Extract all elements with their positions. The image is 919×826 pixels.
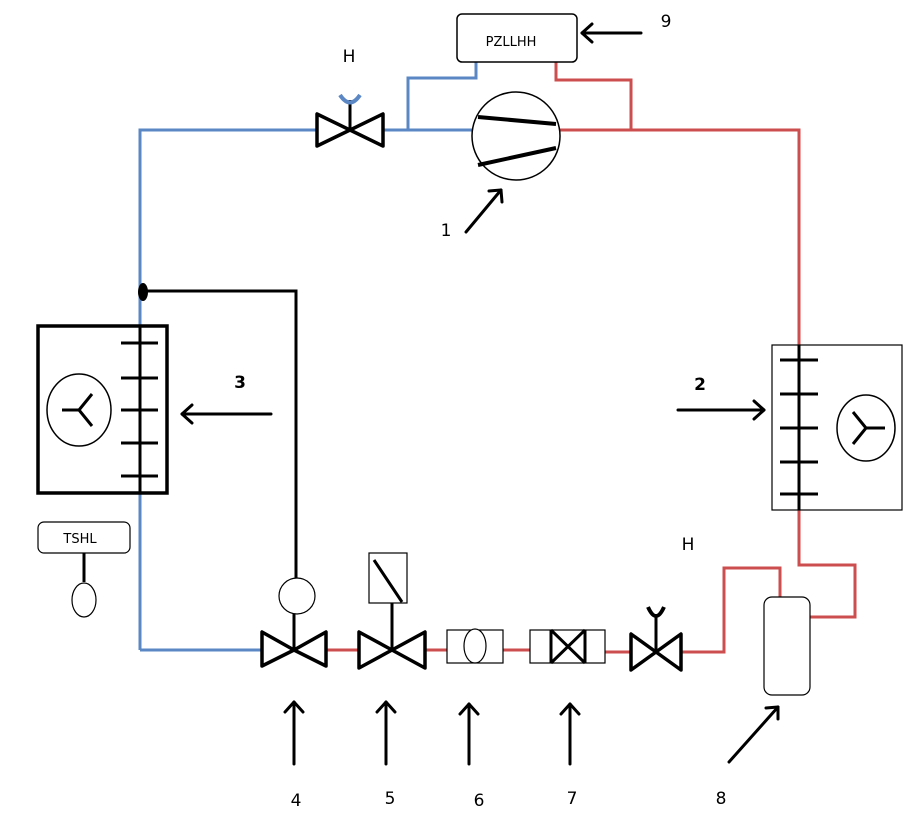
- callout-8: 8: [716, 789, 727, 809]
- temperature-switch: TSHL: [37, 521, 131, 618]
- pressure-switch: PZLLHH: [456, 13, 578, 63]
- arrow-4: [283, 700, 305, 766]
- arrow-5: [375, 700, 397, 766]
- filter-drier-icon: [529, 628, 606, 665]
- capillary-line: [143, 289, 298, 580]
- compressor-icon: [471, 91, 561, 181]
- pressure-switch-low-connection: [406, 62, 478, 130]
- hand-valve-bottom-icon: [629, 606, 683, 672]
- valve-bottom-label: H: [682, 535, 695, 555]
- receiver-outlet-pipe: [680, 566, 782, 654]
- arrow-1: [464, 188, 504, 234]
- callout-7: 7: [567, 789, 578, 809]
- callout-6: 6: [474, 791, 485, 811]
- sight-glass-icon: [446, 628, 504, 664]
- callout-3: 3: [234, 373, 246, 393]
- arrow-9: [580, 22, 643, 44]
- valve-top-label: H: [343, 47, 356, 67]
- expansion-valve-icon: [260, 577, 328, 668]
- condenser: [771, 344, 903, 511]
- callout-arrows: [180, 22, 780, 766]
- discharge-line: [326, 62, 857, 654]
- callout-9: 9: [661, 12, 672, 32]
- suction-line: [138, 62, 478, 652]
- temp-switch-label: TSHL: [62, 532, 97, 547]
- discharge-pipe: [560, 128, 801, 345]
- arrow-6: [458, 702, 480, 766]
- callout-2: 2: [694, 375, 706, 395]
- callout-4: 4: [291, 791, 302, 811]
- callout-1: 1: [441, 221, 452, 241]
- receiver-icon: [763, 596, 811, 696]
- bulb-capillary: [138, 283, 298, 580]
- hand-valve-top-icon: [315, 93, 385, 148]
- arrow-8: [727, 705, 780, 764]
- fan-icon: [46, 373, 112, 447]
- arrow-3: [180, 403, 273, 425]
- evaporator: [36, 324, 169, 495]
- condenser-outlet-pipe: [797, 510, 857, 619]
- solenoid-valve-icon: [357, 552, 427, 670]
- pressure-switch-label: PZLLHH: [486, 35, 537, 50]
- fan-icon: [836, 394, 896, 462]
- temperature-bulb-icon: [71, 582, 97, 618]
- callout-5: 5: [385, 789, 396, 809]
- sensing-bulb: [138, 283, 148, 301]
- pressure-switch-high-connection: [554, 62, 633, 130]
- arrow-2: [676, 399, 766, 421]
- arrow-7: [559, 702, 581, 766]
